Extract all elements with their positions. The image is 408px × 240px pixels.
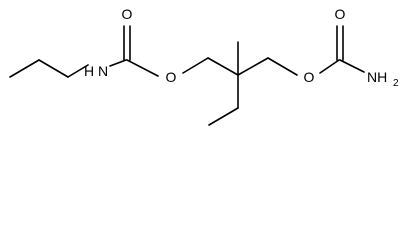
bond-propyl-2 (38, 59, 69, 78)
bond-carbonyl-ester-o-left (126, 59, 159, 77)
bond-propyl-1 (9, 59, 40, 78)
molecule-structure: O H N O O O NH 2 (9, 6, 399, 126)
atom-o-carbonyl-left: O (122, 6, 133, 22)
bond-propyl-3 (67, 64, 89, 78)
atom-o-ester-left: O (166, 69, 177, 85)
bond-ch2-quaternary-left (207, 57, 239, 76)
atom-nh-amine-right: NH (367, 69, 387, 85)
bond-ester-o-carbonyl-right (319, 59, 340, 74)
bond-ester-o-ch2-left (182, 57, 209, 74)
bond-carbonyl-nh2-right (339, 59, 365, 73)
atom-n-amide-left: N (98, 63, 108, 79)
bond-quaternary-ch2-right (237, 57, 269, 76)
atom-nh2-subscript: 2 (393, 78, 399, 89)
bond-n-carbonyl-left (109, 59, 127, 67)
atom-o-carbonyl-right: O (335, 6, 346, 22)
bond-ch2-ester-o-right (267, 57, 298, 76)
atom-h-amide-left: H (84, 63, 94, 79)
atom-o-ester-right: O (304, 69, 315, 85)
bond-ethyl-2 (208, 107, 239, 126)
